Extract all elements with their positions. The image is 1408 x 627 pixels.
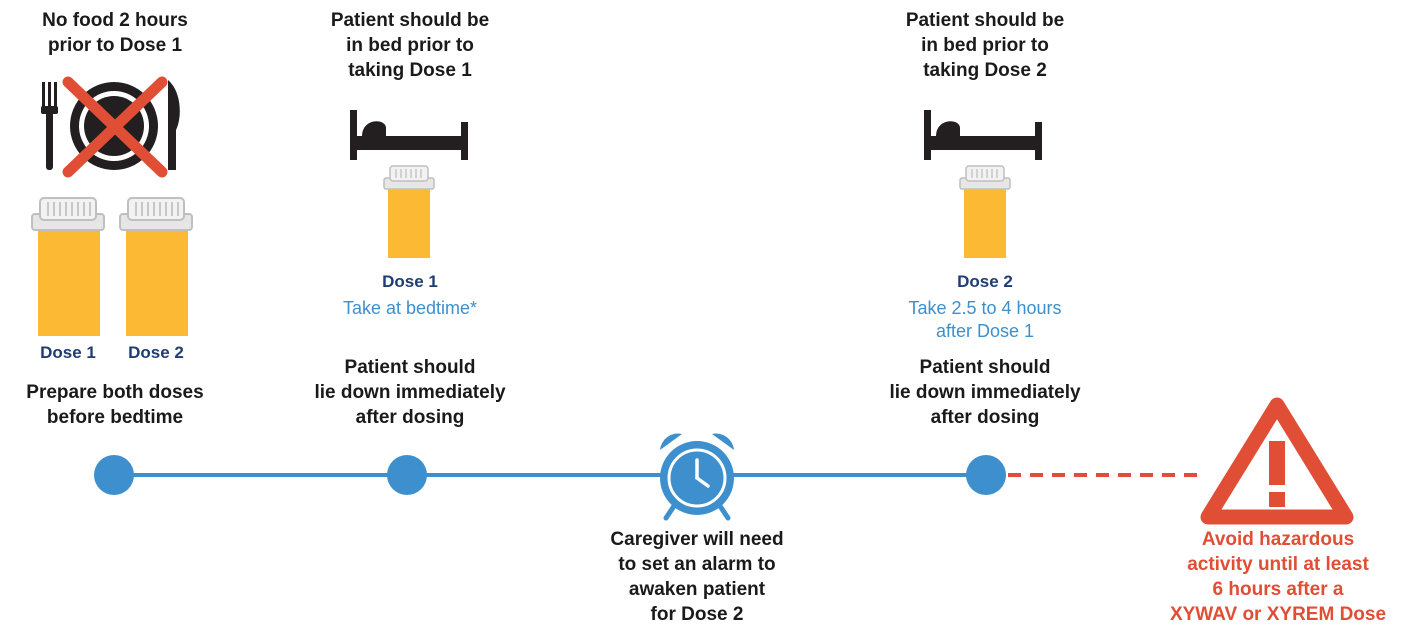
- prepare-doses-text: Prepare both doses before bedtime: [26, 382, 204, 428]
- timeline-node-1: [94, 455, 134, 495]
- bed-prior-dose-1-text: Patient should be in bed prior to taking…: [330, 10, 490, 81]
- bed-prior-dose-2-text: Patient should be in bed prior to taking…: [905, 10, 1065, 81]
- timeline-node-2: [387, 455, 427, 495]
- bed-icon: [350, 110, 468, 160]
- alarm-text: Caregiver will need to set an alarm to a…: [610, 529, 784, 625]
- no-food-icon: [41, 76, 180, 178]
- lie-down-text-1: Patient should lie down immediately afte…: [314, 357, 506, 428]
- pill-bottle-icon: [31, 197, 105, 336]
- alarm-clock-icon: [660, 433, 734, 521]
- dose-2-timing: Take 2.5 to 4 hours after Dose 1: [908, 298, 1062, 341]
- dose-1-label: Dose 1: [40, 343, 96, 362]
- timeline-node-3: [966, 455, 1006, 495]
- dose-2-label: Dose 2: [128, 343, 184, 362]
- bed-icon: [924, 110, 1042, 160]
- warning-text: Avoid hazardous activity until at least …: [1169, 529, 1387, 625]
- warning-icon: [1200, 397, 1354, 525]
- pill-bottle-icon: [383, 165, 435, 258]
- dose-1-title: Dose 1: [382, 272, 438, 291]
- dose-1-timing: Take at bedtime*: [342, 298, 478, 318]
- no-food-text: No food 2 hours prior to Dose 1: [42, 10, 188, 56]
- dose-2-title: Dose 2: [957, 272, 1013, 291]
- pill-bottle-icon: [119, 197, 193, 336]
- pill-bottle-icon: [959, 165, 1011, 258]
- lie-down-text-2: Patient should lie down immediately afte…: [889, 357, 1081, 428]
